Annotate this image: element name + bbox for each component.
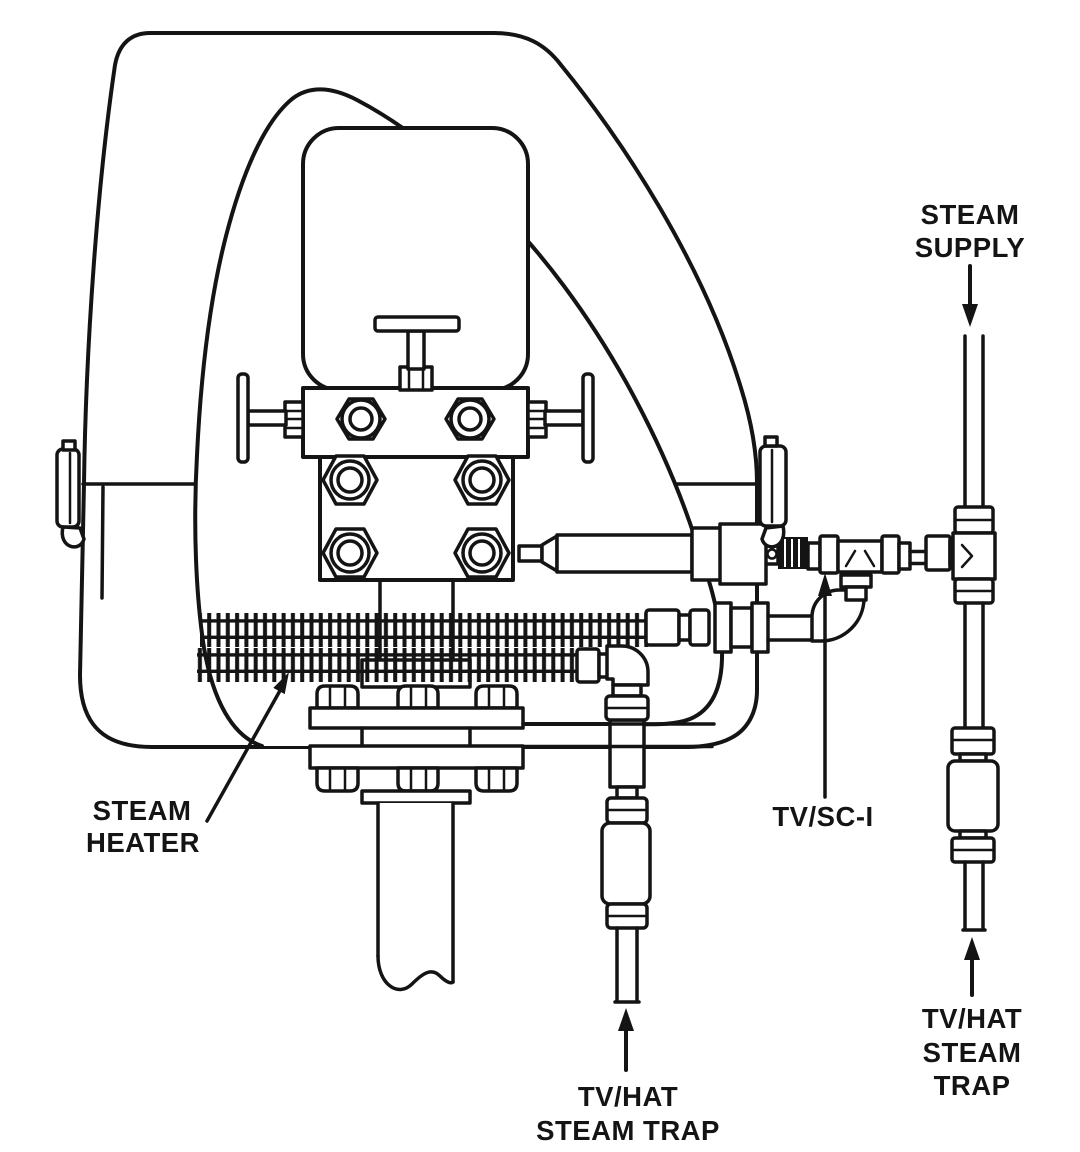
valve-bonnet-block	[318, 454, 515, 662]
label-steam-heater-line2: HEATER	[86, 827, 200, 858]
label-trap-right-line3: TRAP	[934, 1070, 1011, 1101]
center-trap-line	[575, 644, 652, 1004]
supply-tee	[951, 531, 997, 581]
bonnet-bolt	[321, 454, 511, 579]
label-steam-supply: STEAM SUPPLY	[915, 199, 1026, 263]
label-steam-supply-line1: STEAM	[921, 199, 1020, 230]
drain-pipe	[376, 801, 455, 992]
arrow-up-right-trap-icon	[964, 937, 980, 997]
label-trap-right-line2: STEAM	[923, 1037, 1022, 1068]
steam-trap-center-body	[600, 821, 652, 906]
arrow-up-center-trap-icon	[618, 1008, 634, 1072]
left-valve-handle	[236, 372, 305, 464]
arrow-down-steam-supply-icon	[962, 264, 978, 327]
label-trap-right: TV/HAT STEAM TRAP	[922, 1003, 1022, 1101]
label-steam-heater-line1: STEAM	[93, 795, 192, 826]
label-trap-center: TV/HAT STEAM TRAP	[536, 1081, 720, 1146]
steam-trap-right	[946, 726, 1000, 932]
thermostatic-sensor	[517, 522, 768, 586]
bottom-wall-fitting	[608, 718, 646, 789]
tv-sc-control-valve	[760, 534, 928, 602]
steam-supply-line	[924, 334, 1000, 932]
label-trap-right-line1: TV/HAT	[922, 1003, 1022, 1034]
tank-bottom-flange	[308, 658, 525, 992]
leader-steam-heater-icon	[205, 672, 289, 823]
label-trap-center-line1: TV/HAT	[578, 1081, 678, 1112]
label-steam-heater: STEAM HEATER	[86, 795, 200, 858]
label-tv-sc: TV/SC-I	[772, 801, 873, 832]
finned-heating-element	[197, 613, 648, 682]
right-valve-handle	[526, 372, 595, 464]
leader-tv-sc-icon	[818, 573, 832, 799]
lid-clip-right	[758, 435, 788, 549]
label-trap-center-line2: STEAM TRAP	[536, 1115, 720, 1146]
label-steam-supply-line2: SUPPLY	[915, 232, 1026, 263]
lid-clip-left	[55, 439, 86, 549]
manifold-port-nut	[335, 397, 496, 441]
control-valve-housing	[236, 126, 595, 464]
steam-trap-right-body	[946, 759, 1000, 833]
top-valve-handle	[373, 315, 461, 392]
